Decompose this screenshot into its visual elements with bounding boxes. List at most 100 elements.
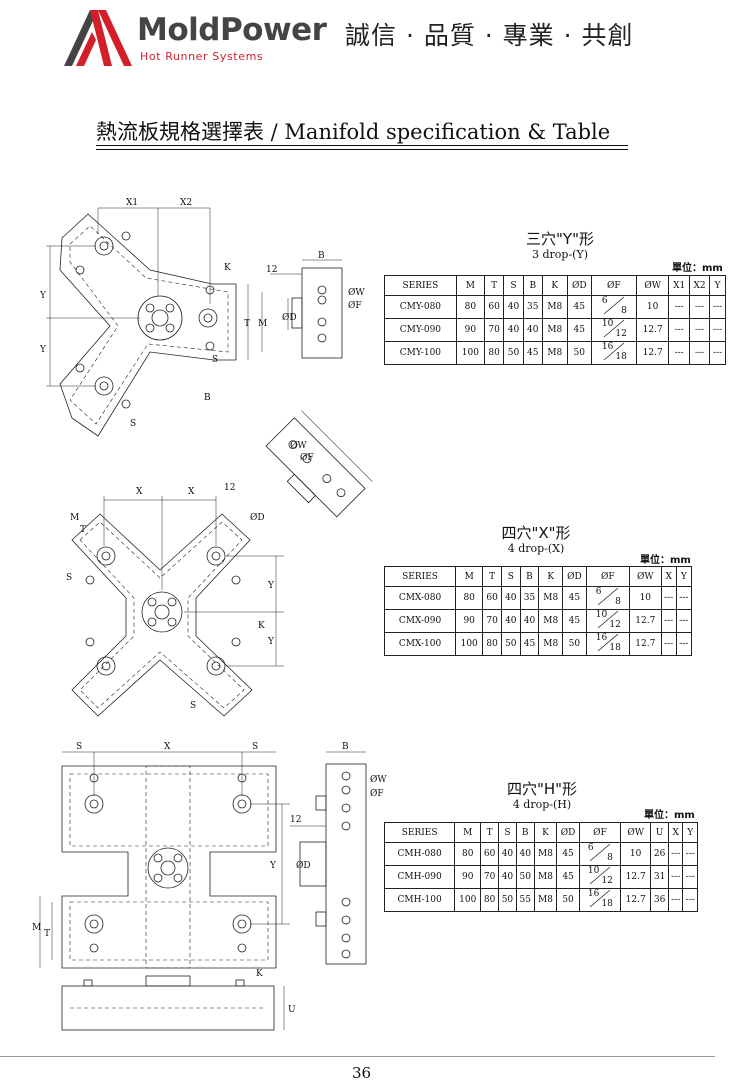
fraction-denominator: 8 bbox=[615, 597, 621, 607]
fraction-denominator: 18 bbox=[601, 899, 613, 909]
dim-t-label: T bbox=[244, 319, 250, 329]
table-cell: M8 bbox=[538, 586, 564, 610]
table-cell: M8 bbox=[533, 842, 558, 866]
table-cell: 45 bbox=[566, 318, 592, 342]
column-header: ØW bbox=[635, 275, 670, 296]
column-header: K bbox=[538, 566, 564, 587]
x-dim-f-label: ØF bbox=[300, 452, 314, 463]
column-header: ØD bbox=[556, 822, 580, 843]
h-dim-k-label: K bbox=[256, 969, 263, 979]
table-cell: 40 bbox=[498, 842, 517, 866]
brand-subtitle: Hot Runner Systems bbox=[140, 50, 264, 63]
dim-m-label: M bbox=[258, 319, 267, 329]
table-cell: 90 bbox=[455, 609, 484, 633]
table-cell: 60 bbox=[483, 295, 505, 319]
column-header: SERIES bbox=[383, 566, 457, 587]
fraction-numerator: 16 bbox=[601, 342, 614, 352]
table-cell: 70 bbox=[480, 865, 500, 889]
series-cell: CMH-080 bbox=[383, 842, 456, 866]
table-cell: 12.7 bbox=[635, 341, 670, 365]
table-cell: 80 bbox=[454, 842, 482, 866]
table-cell: 40 bbox=[522, 318, 543, 342]
column-header: S bbox=[500, 566, 521, 587]
table-cell: 60 bbox=[480, 842, 500, 866]
dim-w-label: ØW bbox=[348, 287, 365, 298]
column-header: S bbox=[498, 822, 517, 843]
column-header: Y bbox=[675, 566, 693, 587]
table-cell: M8 bbox=[533, 888, 558, 912]
dim-12-label: 12 bbox=[266, 265, 277, 275]
fraction-numerator: 6 bbox=[587, 843, 594, 853]
brand-name: MoldPower bbox=[137, 12, 327, 48]
y-manifold-angled-view bbox=[265, 410, 373, 518]
table-cell: 35 bbox=[519, 586, 540, 610]
fraction-denominator: 18 bbox=[615, 352, 627, 362]
series-cell: CMH-090 bbox=[383, 865, 456, 889]
h-unit-label: 單位：mm bbox=[644, 810, 695, 821]
table-cell: --- bbox=[688, 295, 711, 319]
fraction-denominator: 12 bbox=[609, 620, 621, 630]
table-cell: M8 bbox=[541, 341, 568, 365]
table-cell: 90 bbox=[454, 865, 482, 889]
h-manifold-front-view bbox=[61, 975, 285, 1031]
title-underline-double bbox=[96, 149, 628, 150]
table-cell: --- bbox=[660, 609, 677, 633]
table-cell: --- bbox=[667, 842, 684, 866]
table-cell: 70 bbox=[483, 318, 505, 342]
column-header: M bbox=[455, 275, 485, 296]
table-cell: --- bbox=[688, 341, 711, 365]
h-dim-d-label: ØD bbox=[296, 860, 311, 871]
column-header: X bbox=[660, 566, 677, 587]
x-dim-12-label: 12 bbox=[224, 483, 235, 493]
x-dim-x-label: X bbox=[136, 487, 143, 497]
table-cell: 31 bbox=[650, 865, 669, 889]
table-cell: --- bbox=[688, 318, 711, 342]
title-underline bbox=[96, 145, 628, 146]
table-cell: --- bbox=[675, 609, 693, 633]
table-cell: --- bbox=[667, 888, 684, 912]
fraction-numerator: 6 bbox=[595, 587, 602, 597]
table-cell: M8 bbox=[538, 632, 564, 656]
h-dim-s-label-2: S bbox=[252, 742, 258, 752]
table-cell: 45 bbox=[566, 295, 592, 319]
page-title: 熱流板規格選擇表 / Manifold specification & Tabl… bbox=[96, 120, 611, 144]
table-cell: 50 bbox=[566, 341, 592, 365]
table-cell: 55 bbox=[515, 888, 535, 912]
x-dim-w-label: ØW bbox=[290, 440, 307, 451]
fraction-denominator: 12 bbox=[615, 329, 627, 339]
h-spec-title-en: 4 drop-(H) bbox=[512, 798, 572, 811]
table-cell: 50 bbox=[503, 341, 524, 365]
table-cell: 50 bbox=[556, 888, 580, 912]
table-cell: 100 bbox=[454, 888, 482, 912]
table-cell: 10 bbox=[620, 842, 652, 866]
y-spec-title-zh: 三穴"Y"形 bbox=[526, 230, 594, 248]
table-cell: 80 bbox=[483, 341, 505, 365]
table-cell: 12.7 bbox=[635, 318, 670, 342]
dim-k-label: K bbox=[224, 263, 231, 273]
y-manifold-top-view bbox=[46, 207, 263, 437]
footer-rule bbox=[0, 1056, 715, 1057]
x-manifold-top-view bbox=[71, 496, 284, 717]
table-cell: 100 bbox=[455, 632, 484, 656]
x-dim-s-label: S bbox=[66, 573, 72, 583]
table-cell: 80 bbox=[482, 632, 502, 656]
x-dim-t-label: T bbox=[80, 525, 86, 535]
column-header: ØW bbox=[629, 566, 662, 587]
table-cell: 40 bbox=[503, 295, 524, 319]
table-cell: M8 bbox=[541, 318, 568, 342]
